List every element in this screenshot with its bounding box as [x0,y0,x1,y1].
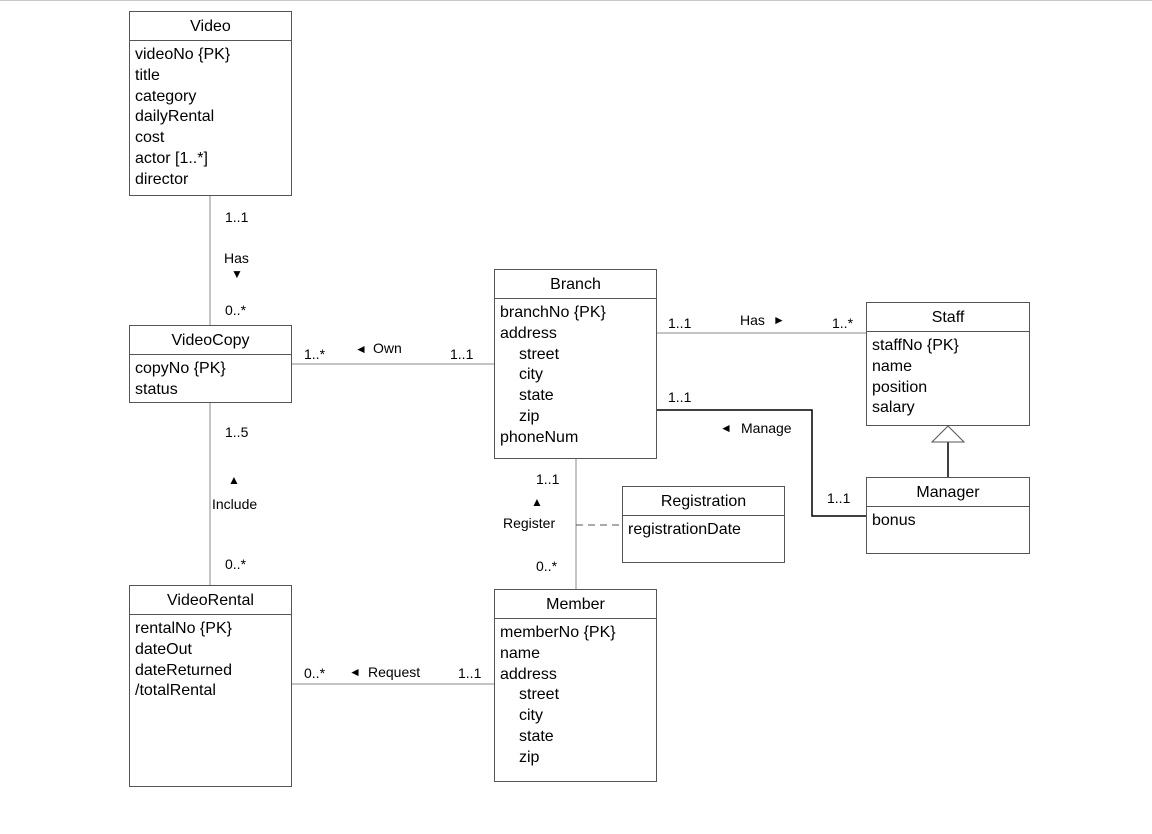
triangle-left-icon: ◄ [349,665,361,679]
class-video[interactable]: Video videoNo {PK} title category dailyR… [129,11,292,196]
attribute: branchNo {PK} [500,304,606,321]
multiplicity-label: 1..1 [458,665,482,681]
attribute: cost [135,129,165,147]
attribute: city [519,707,543,725]
class-branch-name: Branch [495,270,656,299]
attribute: rentalNo {PK} [135,620,232,637]
attribute: salary [872,399,915,417]
class-video-name: Video [130,12,291,41]
attribute: dateOut [135,640,192,658]
manage-line [657,409,866,517]
association-name: Has [740,312,765,328]
attribute: zip [519,407,540,425]
class-staff-name: Staff [867,303,1029,332]
multiplicity-label: 1..1 [450,346,474,362]
attribute: staffNo {PK} [872,337,959,354]
multiplicity-label: 1..1 [827,490,851,506]
association-name: Manage [741,420,792,436]
attribute: /totalRental [135,682,216,700]
window-top-border [0,0,1152,1]
class-member-name: Member [495,590,656,619]
association-name: Own [373,340,402,356]
attribute: actor [1..*] [135,149,208,167]
association-name: Include [212,496,258,512]
class-manager-name: Manager [867,478,1029,507]
multiplicity-label: 0..* [225,302,247,318]
attribute: zip [519,748,540,766]
class-videocopy-name: VideoCopy [130,326,291,355]
generalization-triangle-icon [930,425,966,443]
attribute: city [519,366,543,384]
attribute: street [519,686,560,704]
multiplicity-label: 0..* [225,556,247,572]
attribute: memberNo {PK} [500,624,616,641]
class-manager[interactable]: Manager bonus [866,477,1030,554]
triangle-right-icon: ► [773,313,785,327]
multiplicity-label: 1..1 [225,209,249,225]
attribute: registrationDate [628,521,741,538]
class-branch[interactable]: Branch branchNo {PK} address street city… [494,269,657,459]
multiplicity-label: 1..* [304,346,326,362]
class-member[interactable]: Member memberNo {PK} name address street… [494,589,657,782]
multiplicity-label: 1..* [832,315,854,331]
attribute: status [135,380,178,398]
triangle-left-icon: ◄ [355,342,367,356]
class-videorental-name: VideoRental [130,586,291,615]
attribute: dateReturned [135,661,232,679]
attribute: director [135,170,189,188]
attribute: bonus [872,512,916,529]
multiplicity-label: 1..1 [668,389,692,405]
attribute: title [135,66,160,84]
attribute: category [135,87,197,105]
class-registration[interactable]: Registration registrationDate [622,486,785,563]
attribute: name [500,644,541,662]
multiplicity-label: 0..* [304,665,326,681]
attribute: copyNo {PK} [135,360,226,377]
triangle-up-icon: ▲ [531,495,543,509]
association-name: Has [224,250,249,266]
attribute: street [519,345,560,363]
association-name: Request [368,664,421,680]
attribute: videoNo {PK} [135,46,231,63]
association-name: Register [503,515,556,531]
attribute: address [500,324,557,342]
multiplicity-label: 0..* [536,558,558,574]
attribute: phoneNum [500,428,579,446]
attribute: state [519,387,554,405]
triangle-down-icon: ▼ [231,267,243,281]
multiplicity-label: 1..1 [668,315,692,331]
class-videocopy[interactable]: VideoCopy copyNo {PK} status [129,325,292,403]
attribute: position [872,378,928,396]
attribute: name [872,357,913,375]
triangle-left-icon: ◄ [720,421,732,435]
class-staff[interactable]: Staff staffNo {PK} name position salary [866,302,1030,426]
class-videorental[interactable]: VideoRental rentalNo {PK} dateOut dateRe… [129,585,292,787]
attribute: address [500,665,557,683]
multiplicity-label: 1..1 [536,471,560,487]
class-registration-name: Registration [623,487,784,516]
multiplicity-label: 1..5 [225,424,249,440]
triangle-up-icon: ▲ [228,473,240,487]
attribute: state [519,727,554,745]
attribute: dailyRental [135,108,215,126]
